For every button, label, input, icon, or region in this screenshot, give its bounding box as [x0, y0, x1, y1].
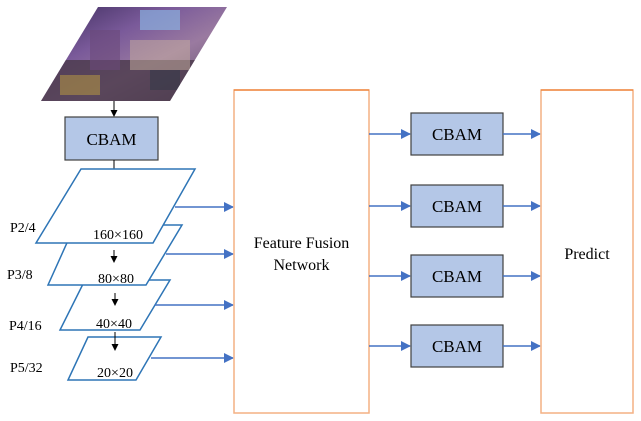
neck-cbam-label: CBAM	[432, 267, 482, 286]
input-image	[41, 7, 227, 101]
feature-map-size: 40×40	[96, 317, 132, 332]
feature-map-p2: 160×160	[34, 168, 197, 244]
feature-fusion-block: Feature Fusion Network	[233, 89, 370, 414]
predict-label: Predict	[564, 246, 610, 263]
neck-cbam-block-4: CBAM	[410, 324, 504, 368]
level-label-p2: P2/4	[10, 221, 36, 236]
level-label-p5: P5/32	[10, 361, 43, 376]
predict-block: Predict	[540, 89, 634, 414]
fusion-label-line1: Feature Fusion	[254, 235, 350, 252]
neck-cbam-block-2: CBAM	[410, 184, 504, 228]
feature-map-size: 80×80	[98, 272, 134, 287]
fusion-label-line2: Network	[274, 257, 330, 274]
neck-cbam-label: CBAM	[432, 337, 482, 356]
neck-cbam-block-1: CBAM	[410, 112, 504, 156]
level-label-p3: P3/8	[7, 268, 33, 283]
neck-cbam-label: CBAM	[432, 125, 482, 144]
backbone-cbam-label: CBAM	[86, 130, 136, 149]
feature-map-p4: 40×40	[58, 279, 172, 332]
feature-map-p5: 20×20	[66, 336, 163, 381]
neck-cbam-block-3: CBAM	[410, 254, 504, 298]
neck-cbam-label: CBAM	[432, 197, 482, 216]
feature-map-size: 20×20	[97, 366, 133, 381]
backbone-cbam-block: CBAM	[64, 116, 159, 161]
feature-map-size: 160×160	[93, 228, 143, 243]
level-label-p4: P4/16	[9, 319, 42, 334]
